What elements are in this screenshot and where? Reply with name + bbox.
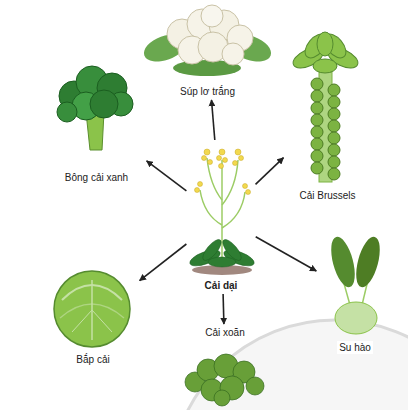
vegetable-node: Bông cải xanh [48,62,145,184]
arrow-connector [147,161,187,191]
vegetable-label: Súp lơ trắng [178,85,237,98]
kohlrabi-picture [327,234,385,334]
vegetable-label: Cải xoăn [203,326,246,339]
vegetable-node: Bắp cải [48,268,138,366]
vegetable-node: Cải dại [188,142,254,292]
vegetable-node: Su hào [318,232,392,354]
arrow-connector [222,294,224,324]
kale-picture [185,354,264,406]
cabbage-picture [54,271,130,347]
vegetable-node: Cải Brussels [285,30,370,202]
vegetable-label: Su hào [337,341,373,354]
vegetable-node: Súp lơ trắng [145,2,270,98]
arrow-connector [256,158,284,185]
vegetable-label: Bông cải xanh [63,171,130,184]
cauliflower-picture [140,5,275,76]
vegetable-label: Cải Brussels [297,189,357,202]
vegetable-label: Bắp cải [74,353,111,366]
decor-circle [170,320,408,410]
arrow-connector [140,244,187,281]
vegetable-label: Cải dại [203,279,240,292]
brussels-sprouts-picture [290,30,361,182]
wild-mustard-picture [188,149,256,275]
vegetable-node: Cải xoăn [175,326,275,406]
arrow-connector [212,100,215,140]
broccoli-picture [57,66,133,150]
arrow-connector [256,237,317,271]
